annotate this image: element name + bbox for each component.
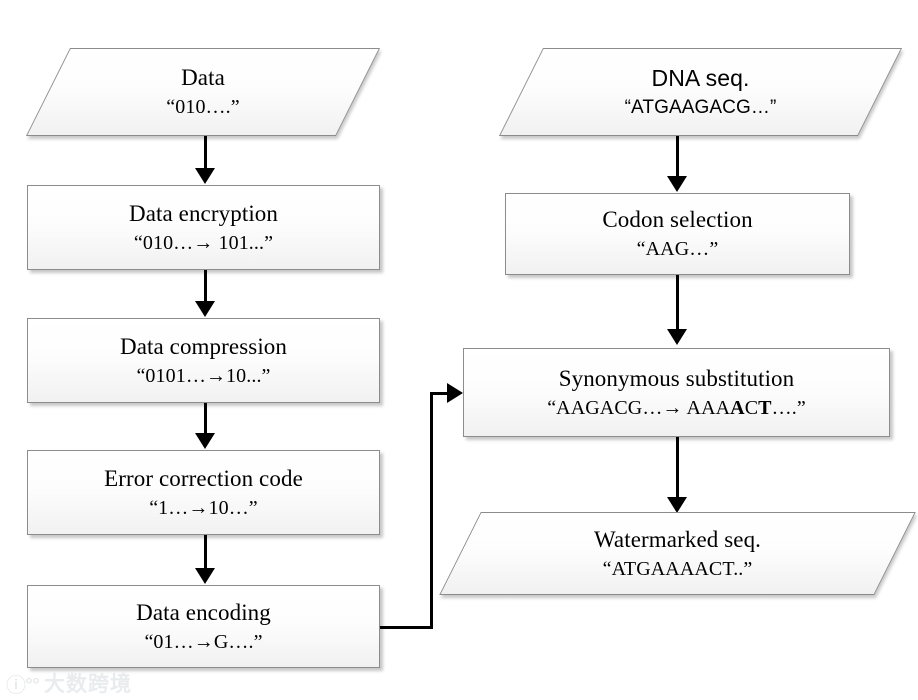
connector-encoding-elbow-horizontal bbox=[380, 626, 433, 629]
watermark-logo-icon: ⓘ°° bbox=[6, 674, 40, 697]
node-synonymous-substitution-sub: “AAGACG…→ AAAACT….” bbox=[547, 396, 806, 419]
node-data-encryption[interactable]: Data encryption “010…→ 101...” bbox=[27, 185, 380, 270]
node-data-compression[interactable]: Data compression “0101…→10...” bbox=[27, 318, 380, 403]
node-data-compression-title: Data compression bbox=[119, 333, 288, 359]
node-watermarked-seq-text: Watermarked seq. “ATGAAAACT..” bbox=[460, 526, 895, 582]
arrow-glyph: → bbox=[188, 496, 209, 519]
node-data-encoding-sub: “01…→G….” bbox=[144, 630, 263, 653]
connector-synonymous-to-watermarked-arrowhead bbox=[667, 497, 687, 513]
connector-ecc-to-encoding-line bbox=[204, 535, 207, 568]
arrow-glyph: → bbox=[193, 630, 214, 653]
watermark-label: 大数跨境 bbox=[44, 673, 132, 696]
connector-encoding-to-synonymous-arrowhead bbox=[447, 383, 463, 403]
arrow-glyph: → bbox=[193, 231, 214, 254]
connector-encoding-elbow-vertical bbox=[430, 392, 433, 629]
connector-data-to-encryption-line bbox=[204, 136, 207, 170]
connector-dnaseq-to-codon-line bbox=[676, 136, 679, 178]
node-data-input-text: Data “010….” bbox=[48, 64, 358, 120]
connector-compression-to-ecc-line bbox=[204, 403, 207, 436]
arrow-glyph: → bbox=[662, 396, 683, 419]
node-dna-seq-text: DNA seq. “ATGAAGACG…” bbox=[521, 65, 880, 120]
node-data-encryption-title: Data encryption bbox=[128, 200, 279, 226]
node-data-compression-sub: “0101…→10...” bbox=[136, 364, 271, 387]
node-data-encryption-sub: “010…→ 101...” bbox=[133, 231, 274, 254]
node-watermarked-seq-title: Watermarked seq. bbox=[593, 526, 762, 552]
arrow-glyph: → bbox=[205, 364, 227, 387]
node-data-input[interactable]: Data “010….” bbox=[25, 48, 381, 136]
connector-compression-to-ecc-arrowhead bbox=[195, 433, 215, 449]
node-dna-seq-sub: “ATGAAGACG…” bbox=[624, 96, 777, 118]
connector-encoding-elbow-top bbox=[430, 392, 448, 395]
node-codon-selection-title: Codon selection bbox=[602, 207, 753, 233]
node-data-input-sub: “010….” bbox=[166, 96, 240, 119]
node-dna-seq[interactable]: DNA seq. “ATGAAGACG…” bbox=[498, 48, 903, 136]
node-codon-selection-sub: “AAG…” bbox=[636, 238, 719, 261]
highlighted-base-1: A bbox=[730, 396, 745, 419]
site-watermark: ⓘ°° 大数跨境 bbox=[6, 668, 132, 698]
node-data-encoding[interactable]: Data encoding “01…→G….” bbox=[27, 585, 380, 668]
connector-dnaseq-to-codon-arrowhead bbox=[667, 176, 687, 192]
connector-synonymous-to-watermarked-line bbox=[676, 437, 679, 499]
connector-codon-to-synonymous-line bbox=[676, 275, 679, 331]
node-error-correction-code-title: Error correction code bbox=[104, 465, 303, 491]
node-error-correction-code-sub: “1…→10…” bbox=[149, 496, 258, 519]
node-error-correction-code[interactable]: Error correction code “1…→10…” bbox=[27, 450, 380, 535]
connector-ecc-to-encoding-arrowhead bbox=[195, 568, 215, 584]
node-watermarked-seq[interactable]: Watermarked seq. “ATGAAAACT..” bbox=[439, 512, 916, 595]
connector-data-to-encryption-arrowhead bbox=[195, 168, 215, 184]
highlighted-base-2: T bbox=[758, 396, 772, 419]
connector-encryption-to-compression-arrowhead bbox=[195, 301, 215, 317]
node-watermarked-seq-sub: “ATGAAAACT..” bbox=[602, 557, 753, 580]
node-codon-selection[interactable]: Codon selection “AAG…” bbox=[505, 193, 850, 275]
node-dna-seq-title: DNA seq. bbox=[651, 64, 750, 91]
node-data-input-title: Data bbox=[181, 65, 225, 91]
node-synonymous-substitution[interactable]: Synonymous substitution “AAGACG…→ AAAACT… bbox=[463, 348, 890, 437]
node-synonymous-substitution-title: Synonymous substitution bbox=[558, 365, 795, 391]
connector-encryption-to-compression-line bbox=[204, 270, 207, 303]
connector-codon-to-synonymous-arrowhead bbox=[667, 329, 687, 345]
node-data-encoding-title: Data encoding bbox=[136, 599, 271, 625]
